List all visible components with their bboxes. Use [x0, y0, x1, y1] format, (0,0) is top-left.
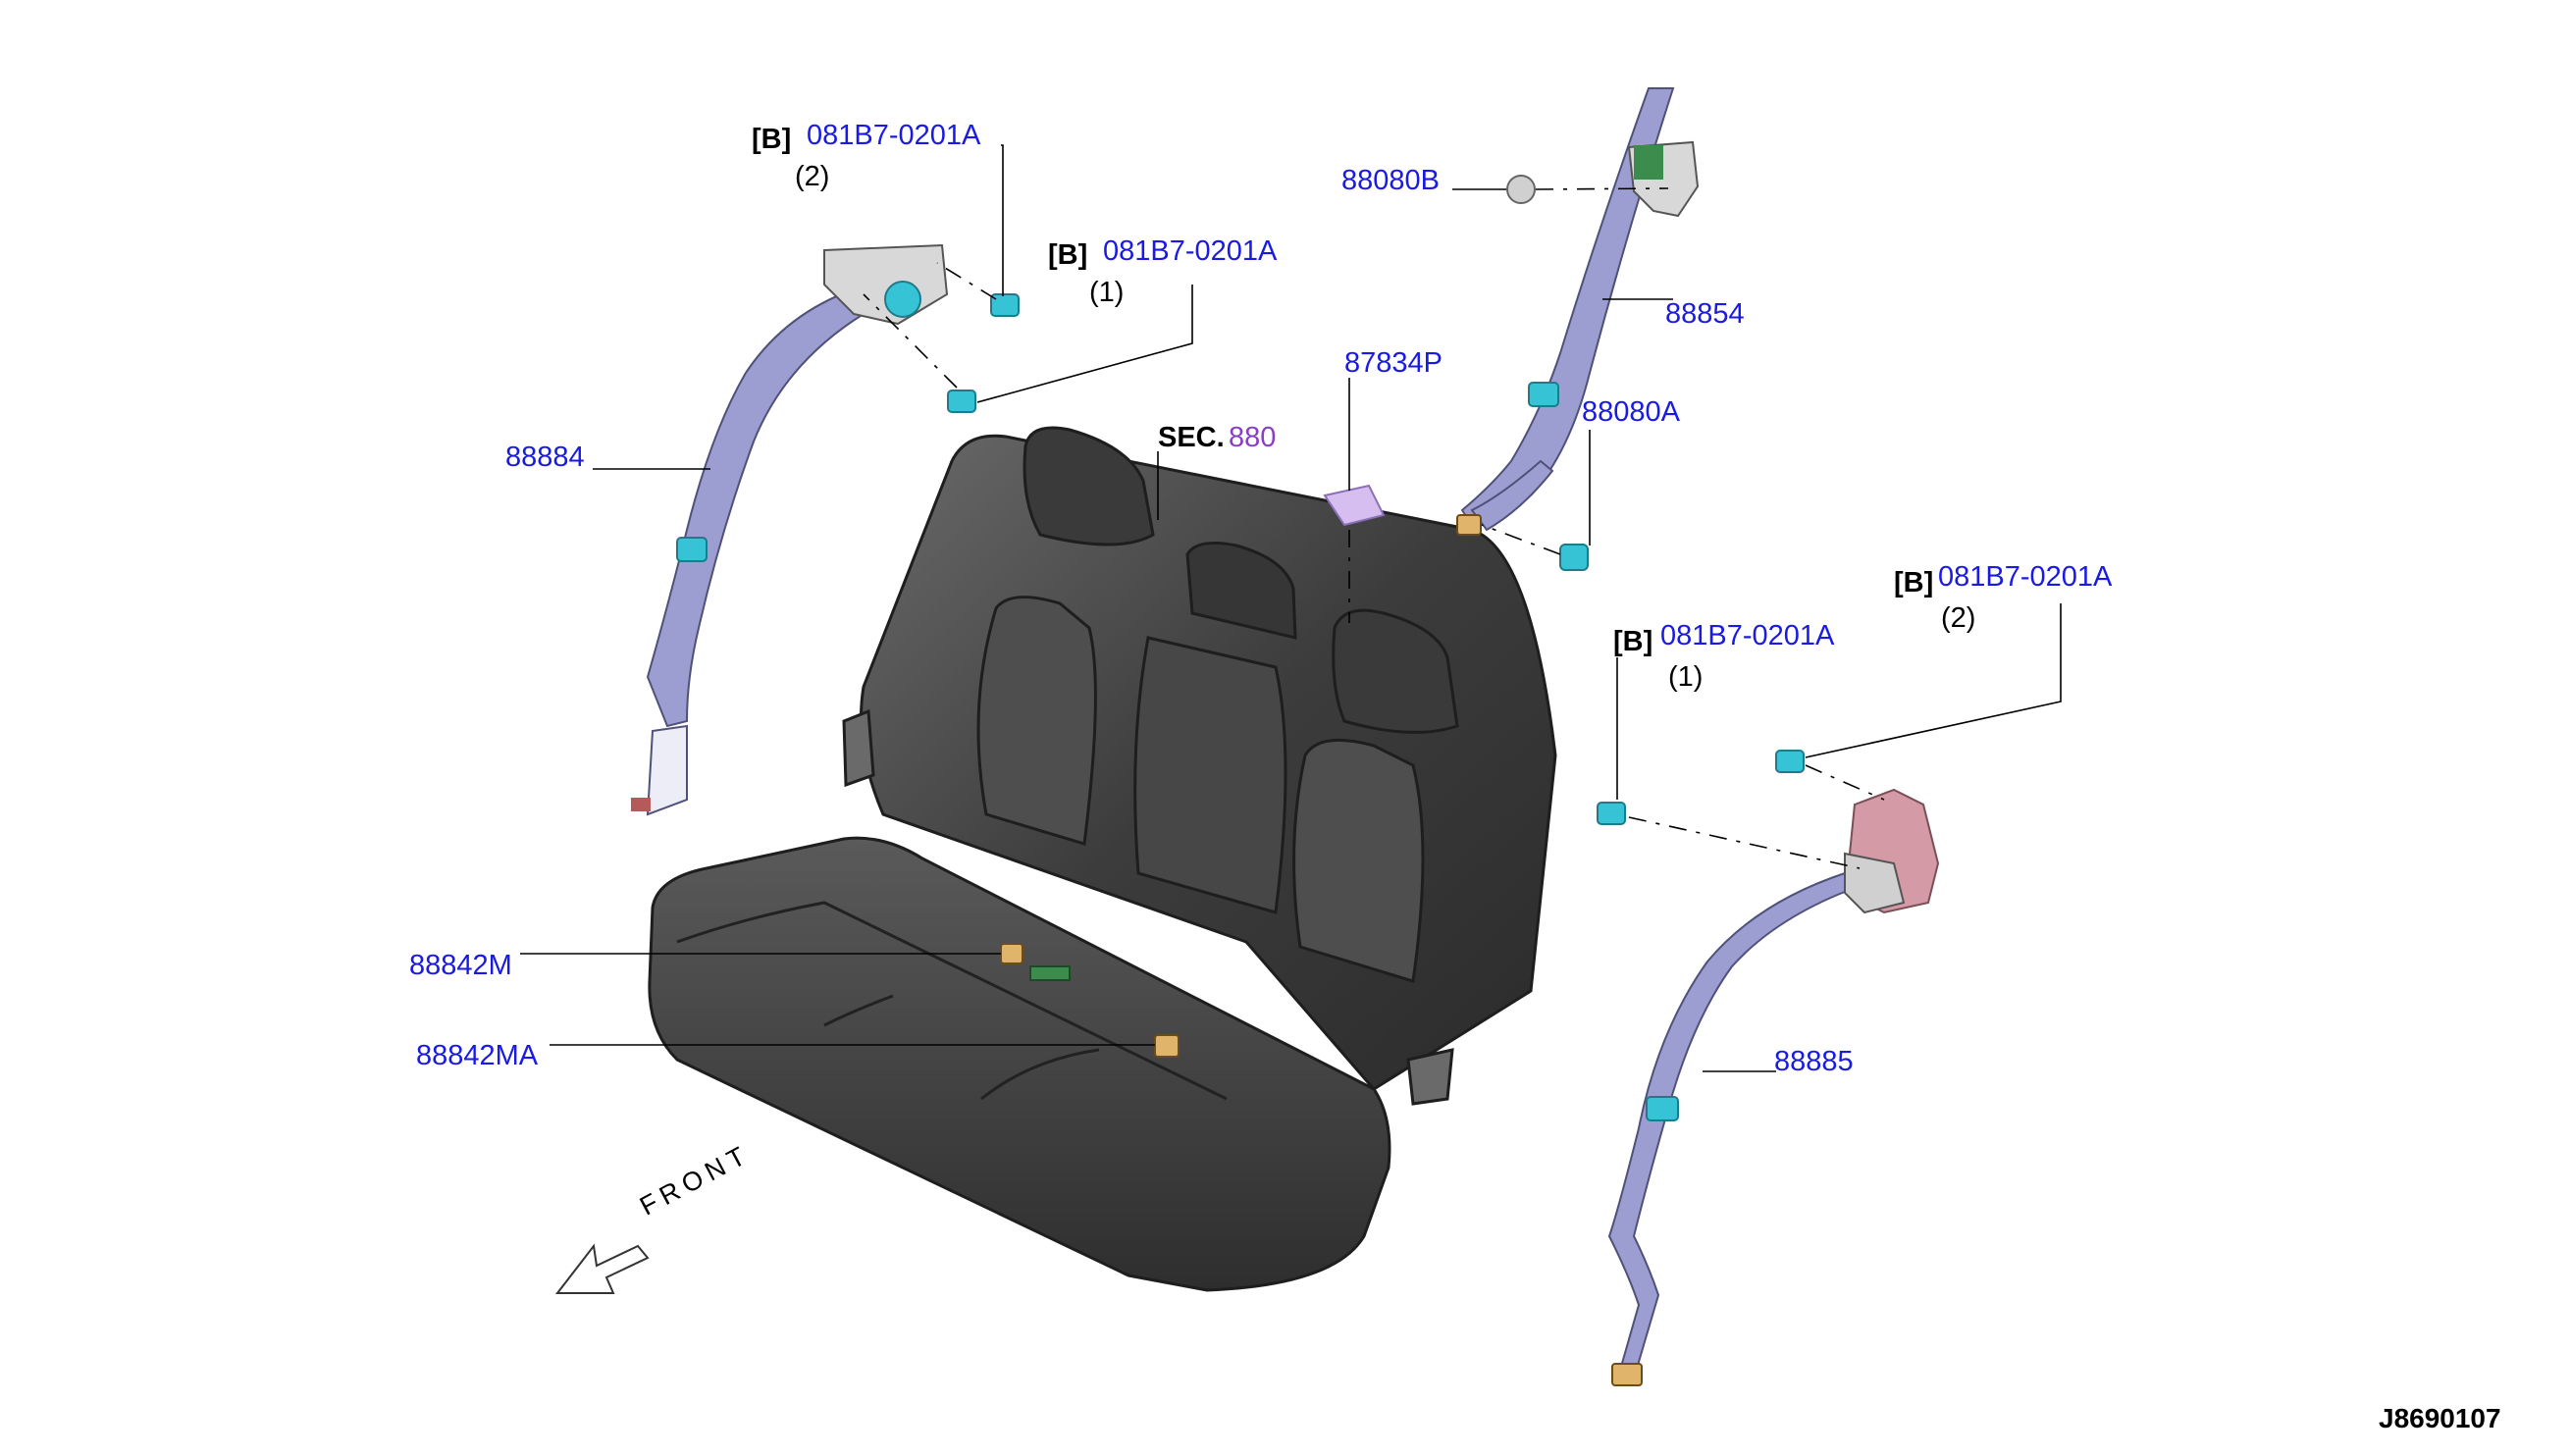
seat-belt-right [1597, 750, 1940, 1386]
seat-back-left-panel [976, 596, 1097, 846]
part-88842M[interactable]: 88842M [409, 950, 512, 981]
headrest-left [1023, 426, 1155, 546]
cushion-seam-2 [823, 994, 894, 1027]
cushion-seam-1 [676, 901, 1228, 1101]
part-88080A[interactable]: 88080A [1582, 396, 1680, 428]
part-081B7-upper-left-1[interactable]: 081B7-0201A [1103, 235, 1278, 267]
rear-seat [648, 426, 1557, 1292]
part-081B7-upper-left-2[interactable]: 081B7-0201A [807, 120, 981, 151]
buckle-88842M [1000, 943, 1023, 964]
headrest-right [1332, 608, 1459, 734]
belt-right-guide [1646, 1096, 1679, 1121]
retractor-left-spool [884, 281, 921, 318]
drawing-id: J8690107 [2379, 1403, 2501, 1433]
grommet-88080B [1506, 175, 1536, 204]
belt-left-guide [676, 537, 708, 562]
bolt-ref-upper-left-2: [B] [752, 124, 792, 155]
belt-left-tongue [646, 724, 688, 816]
qty-right-1: (1) [1668, 661, 1704, 693]
belt-left-webbing [646, 287, 865, 728]
qty-right-2: (2) [1941, 602, 1976, 634]
buckle-88842MA [1154, 1034, 1180, 1058]
part-081B7-right-2[interactable]: 081B7-0201A [1938, 561, 2113, 593]
part-88854[interactable]: 88854 [1665, 298, 1745, 330]
retractor-center-green [1634, 145, 1663, 180]
seat-cushion [648, 836, 1391, 1292]
belt-left-anchor [631, 798, 651, 811]
bolt-ref-upper-left-1: [B] [1048, 239, 1088, 271]
bolt-88080A [1559, 544, 1589, 571]
part-87834P[interactable]: 87834P [1344, 347, 1442, 379]
section-ref-prefix: SEC. [1158, 422, 1225, 453]
cover-87834P [1323, 484, 1386, 527]
section-ref-number[interactable]: 880 [1229, 422, 1277, 453]
hinge-bracket-right [1406, 1048, 1454, 1106]
part-88080B[interactable]: 88080B [1341, 165, 1440, 196]
bolt-right-upper [1775, 750, 1805, 773]
part-88842MA[interactable]: 88842MA [416, 1040, 539, 1071]
front-arrow-icon [554, 1243, 650, 1294]
seat-belt-center [1323, 87, 1700, 571]
seat-belt-left [631, 243, 1020, 816]
seat-back-center-panel [1133, 636, 1287, 914]
headrest-center [1185, 542, 1297, 640]
leader-lines [520, 144, 2062, 1072]
belt-center-anchor [1456, 514, 1482, 536]
bolt-left-lower [947, 390, 976, 413]
belt-center-lower [1470, 459, 1554, 532]
cushion-seam-3 [980, 1048, 1100, 1101]
qty-upper-left-1: (1) [1089, 277, 1125, 308]
qty-upper-left-2: (2) [795, 161, 830, 192]
bolt-left-upper [990, 293, 1020, 317]
bolt-right-lower [1597, 802, 1626, 825]
bolt-ref-right-1: [B] [1613, 626, 1653, 657]
hinge-bracket-left [842, 708, 875, 788]
seat-back-right-panel [1292, 738, 1425, 983]
belt-center-guide [1528, 382, 1559, 407]
belt-right-webbing [1607, 871, 1857, 1380]
bolt-ref-right-2: [B] [1894, 567, 1934, 598]
part-88884[interactable]: 88884 [505, 442, 585, 473]
buckle-center-green [1029, 965, 1071, 981]
part-081B7-right-1[interactable]: 081B7-0201A [1660, 620, 1835, 651]
belt-right-anchor [1611, 1363, 1643, 1386]
part-88885[interactable]: 88885 [1774, 1046, 1854, 1077]
